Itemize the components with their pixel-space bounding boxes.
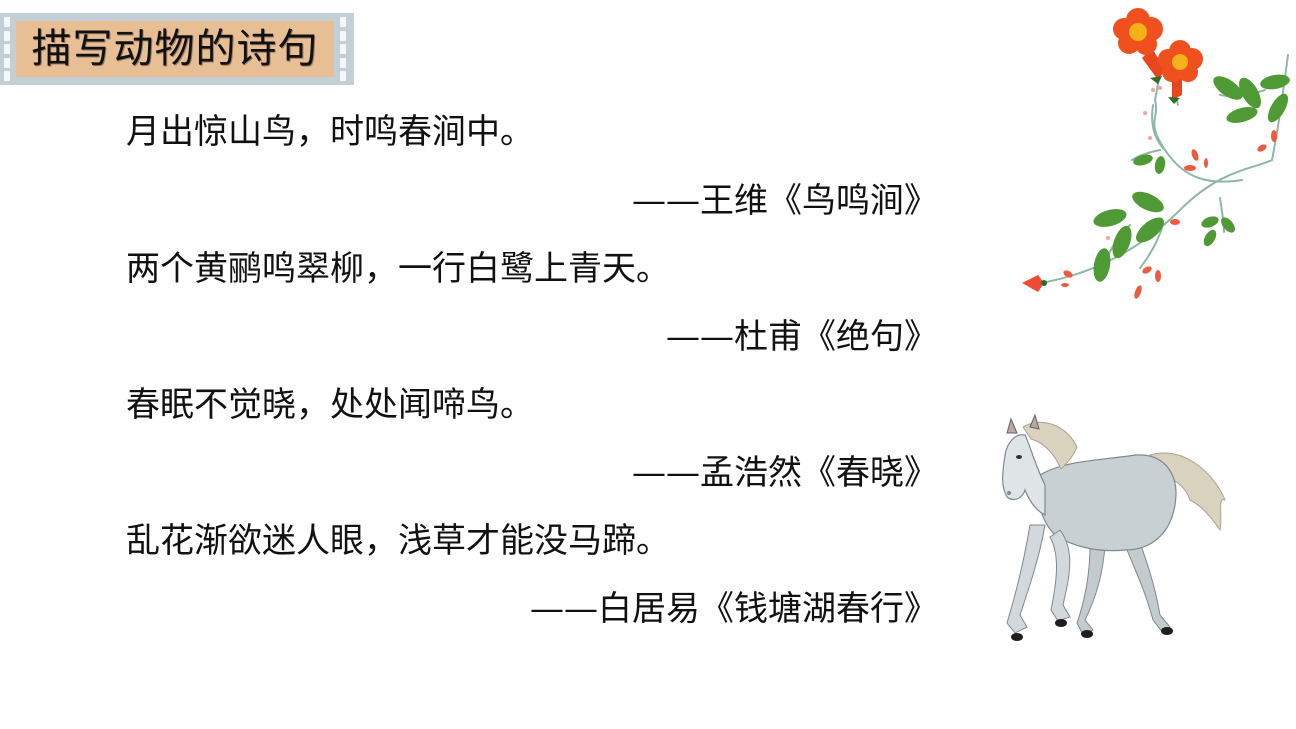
poem-line-4: 乱花渐欲迷人眼，浅草才能没马蹄。 — [126, 521, 670, 561]
poem-source-3: ——孟浩然《春晓》 — [632, 453, 938, 493]
film-perforations-right — [340, 17, 346, 81]
slide-title: 描写动物的诗句 — [31, 26, 319, 72]
poem-line-1: 月出惊山鸟，时鸣春涧中。 — [126, 112, 534, 152]
poem-source-4: ——白居易《钱塘湖春行》 — [530, 589, 938, 629]
film-perforations-left — [4, 17, 10, 81]
flower-vine-icon — [1010, 0, 1296, 310]
poem-source-2: ——杜甫《绝句》 — [666, 317, 938, 357]
poem-line-2: 两个黄鹂鸣翠柳，一行白鹭上青天。 — [126, 249, 670, 289]
title-banner: 描写动物的诗句 — [0, 13, 354, 85]
poem-line-3: 春眠不觉晓，处处闻啼鸟。 — [126, 385, 534, 425]
title-panel: 描写动物的诗句 — [16, 21, 334, 77]
white-horse-icon — [985, 405, 1240, 655]
poem-source-1: ——王维《鸟鸣涧》 — [632, 181, 938, 221]
